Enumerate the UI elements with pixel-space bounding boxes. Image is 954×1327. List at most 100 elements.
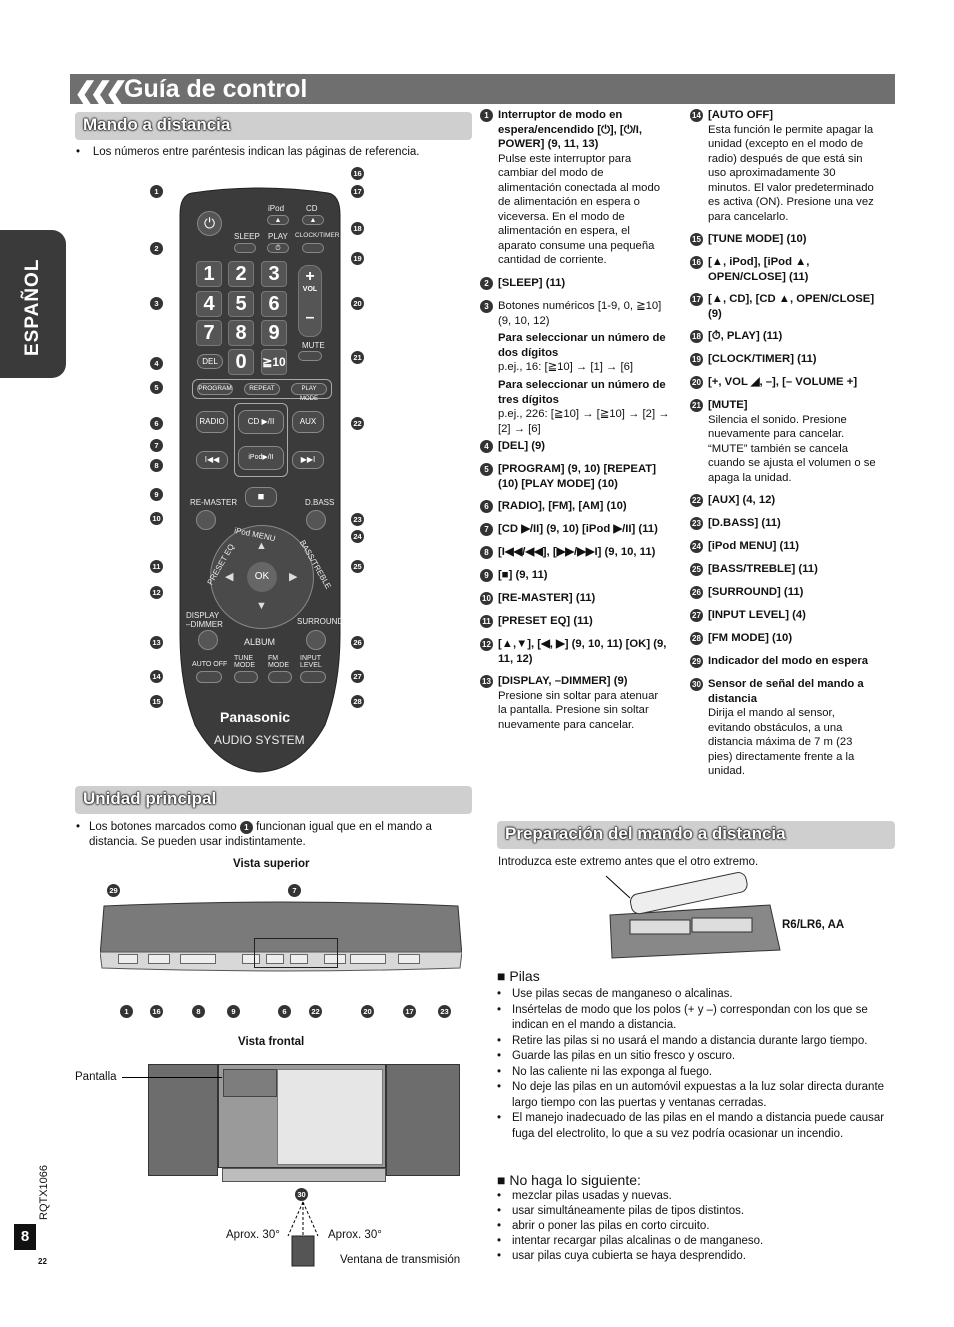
unit-button[interactable]	[398, 954, 420, 964]
skip-back-button[interactable]: I◀◀	[196, 451, 228, 469]
surround-button[interactable]	[306, 630, 326, 650]
digit-0-button[interactable]: 0	[228, 349, 254, 375]
callout-number: 23	[690, 517, 703, 530]
battery-label: R6/LR6, AA	[782, 919, 845, 931]
unit-button[interactable]	[324, 954, 346, 964]
item-title: [I◀◀/◀◀], [▶▶/▶▶I] (9, 10, 11)	[498, 546, 656, 558]
angle-right-label: Aprox. 30°	[328, 1229, 382, 1241]
input-level-button[interactable]	[300, 671, 326, 683]
unit-button[interactable]	[148, 954, 170, 964]
remaster-button[interactable]	[196, 510, 216, 530]
digit-10plus-button[interactable]: ≧10	[261, 349, 287, 375]
play-mode-button[interactable]: PLAY MODE	[291, 383, 327, 402]
item-title: [CD ▶/II] (9, 10) [iPod ▶/II] (11)	[498, 523, 658, 535]
down-arrow-icon[interactable]: ▼	[256, 600, 267, 612]
callout-number: 7	[480, 523, 493, 536]
ok-button[interactable]: OK	[247, 562, 277, 592]
display-dimmer-button[interactable]	[198, 630, 218, 650]
bullet-item: •mezclar pilas usadas y nuevas.	[497, 1190, 672, 1202]
control-item: 11[PRESET EQ] (11)	[480, 614, 670, 629]
no-haga-heading: ■ No haga lo siguiente:	[497, 1172, 641, 1188]
control-item: 15[TUNE MODE] (10)	[690, 232, 880, 247]
sensor-callout: 30	[295, 1188, 308, 1201]
unit-button[interactable]	[118, 954, 138, 964]
sleep-button[interactable]	[234, 243, 256, 253]
remote-illustration: ⏻ iPod CD ▲ ▲ SLEEP PLAY CLOCK/TIMER ⏱ 1…	[140, 165, 380, 775]
item-description: Silencia el sonido. Presione nuevamente …	[708, 413, 876, 484]
sub-page-number: 22	[38, 1257, 47, 1266]
unit-button[interactable]	[266, 954, 284, 964]
unit-button[interactable]	[290, 954, 308, 964]
cd-play-pause-button[interactable]: CD ▶/II	[238, 410, 284, 434]
mute-button[interactable]	[298, 351, 322, 361]
item-description: Pulse este interruptor para cambiar del …	[498, 152, 661, 267]
up-arrow-icon[interactable]: ▲	[256, 540, 267, 552]
power-icon[interactable]: ⏻	[197, 211, 222, 236]
control-item: 9[■] (9, 11)	[480, 568, 670, 583]
cd-eject-button[interactable]: ▲	[302, 215, 324, 225]
item-title: [BASS/TREBLE] (11)	[708, 563, 818, 575]
leader-line	[122, 1077, 222, 1078]
callout-number: 30	[690, 678, 703, 691]
item-title: [■] (9, 11)	[498, 569, 548, 581]
callout-number: 24	[690, 540, 703, 553]
base	[222, 1168, 386, 1182]
digit-6-button[interactable]: 6	[261, 291, 287, 317]
bullet-item: •No las caliente ni las exponga al fuego…	[497, 1065, 713, 1078]
digit-1-button[interactable]: 1	[196, 261, 222, 287]
radio-button[interactable]: RADIO	[196, 411, 228, 433]
right-speaker	[386, 1064, 460, 1176]
item-title: Indicador del modo en espera	[708, 655, 869, 667]
battery-insertion-diagram	[605, 872, 781, 959]
play-timer-button[interactable]: ⏱	[267, 243, 289, 253]
unit-button[interactable]	[242, 954, 260, 964]
control-item: 13[DISPLAY, –DIMMER] (9)Presione sin sol…	[480, 674, 670, 732]
digit-2-button[interactable]: 2	[228, 261, 254, 287]
digit-9-button[interactable]: 9	[261, 320, 287, 346]
stop-button[interactable]: ■	[245, 487, 277, 507]
callout-number: 25	[690, 563, 703, 576]
right-arrow-icon[interactable]: ▶	[289, 571, 298, 583]
digit-4-button[interactable]: 4	[196, 291, 222, 317]
item-title: [▲, CD], [CD ▲, OPEN/CLOSE] (9)	[708, 293, 875, 320]
dbass-button[interactable]	[306, 510, 326, 530]
digit-5-button[interactable]: 5	[228, 291, 254, 317]
unit-button[interactable]	[180, 954, 216, 964]
cd-door	[277, 1069, 383, 1165]
item-title: [SLEEP] (11)	[498, 277, 566, 289]
program-button[interactable]: PROGRAM	[197, 383, 233, 395]
callout-1-icon: 1	[239, 821, 253, 834]
digit-7-button[interactable]: 7	[196, 320, 222, 346]
prep-section-heading: Preparación del mando a distancia	[497, 821, 895, 849]
ipod-eject-button[interactable]: ▲	[267, 215, 289, 225]
callout-number: 5	[480, 463, 493, 476]
item-title: [RE-MASTER] (11)	[498, 592, 596, 604]
callout-number: 13	[480, 675, 493, 688]
no-haga-list: •mezclar pilas usadas y nuevas.•usar sim…	[497, 1189, 895, 1264]
tune-mode-button[interactable]	[234, 671, 258, 683]
control-item: 28[FM MODE] (10)	[690, 631, 880, 646]
item-title: [RADIO], [FM], [AM] (10)	[498, 500, 627, 512]
auto-off-button[interactable]	[196, 671, 222, 683]
item-description: Esta función le permite apagar la unidad…	[708, 123, 874, 223]
control-item: 21[MUTE]Silencia el sonido. Presione nue…	[690, 398, 880, 485]
digit-8-button[interactable]: 8	[228, 320, 254, 346]
unit-button[interactable]	[350, 954, 386, 964]
item-title: [PROGRAM] (9, 10) [REPEAT] (10) [PLAY MO…	[498, 463, 656, 490]
fm-mode-button[interactable]	[268, 671, 292, 683]
left-arrow-icon[interactable]: ◀	[225, 571, 234, 583]
callout-number: 26	[690, 586, 703, 599]
digit-3-button[interactable]: 3	[261, 261, 287, 287]
control-item: Para seleccionar un número de tres dígit…	[480, 378, 670, 436]
ipod-play-pause-button[interactable]: iPod▶/II	[238, 446, 284, 470]
aux-button[interactable]: AUX	[292, 411, 324, 433]
repeat-button[interactable]: REPEAT	[244, 383, 280, 395]
item-title: [CLOCK/TIMER] (11)	[708, 353, 817, 365]
item-title: [DISPLAY, –DIMMER] (9)	[498, 675, 628, 687]
clock-timer-button[interactable]	[302, 243, 324, 253]
del-button[interactable]: DEL	[197, 354, 223, 369]
control-item: Para seleccionar un número de dos dígito…	[480, 331, 670, 375]
skip-forward-button[interactable]: ▶▶I	[292, 451, 324, 469]
volume-rocker[interactable]: + VOL –	[298, 265, 322, 337]
chevron-icon: ❮❮❮	[74, 77, 128, 108]
